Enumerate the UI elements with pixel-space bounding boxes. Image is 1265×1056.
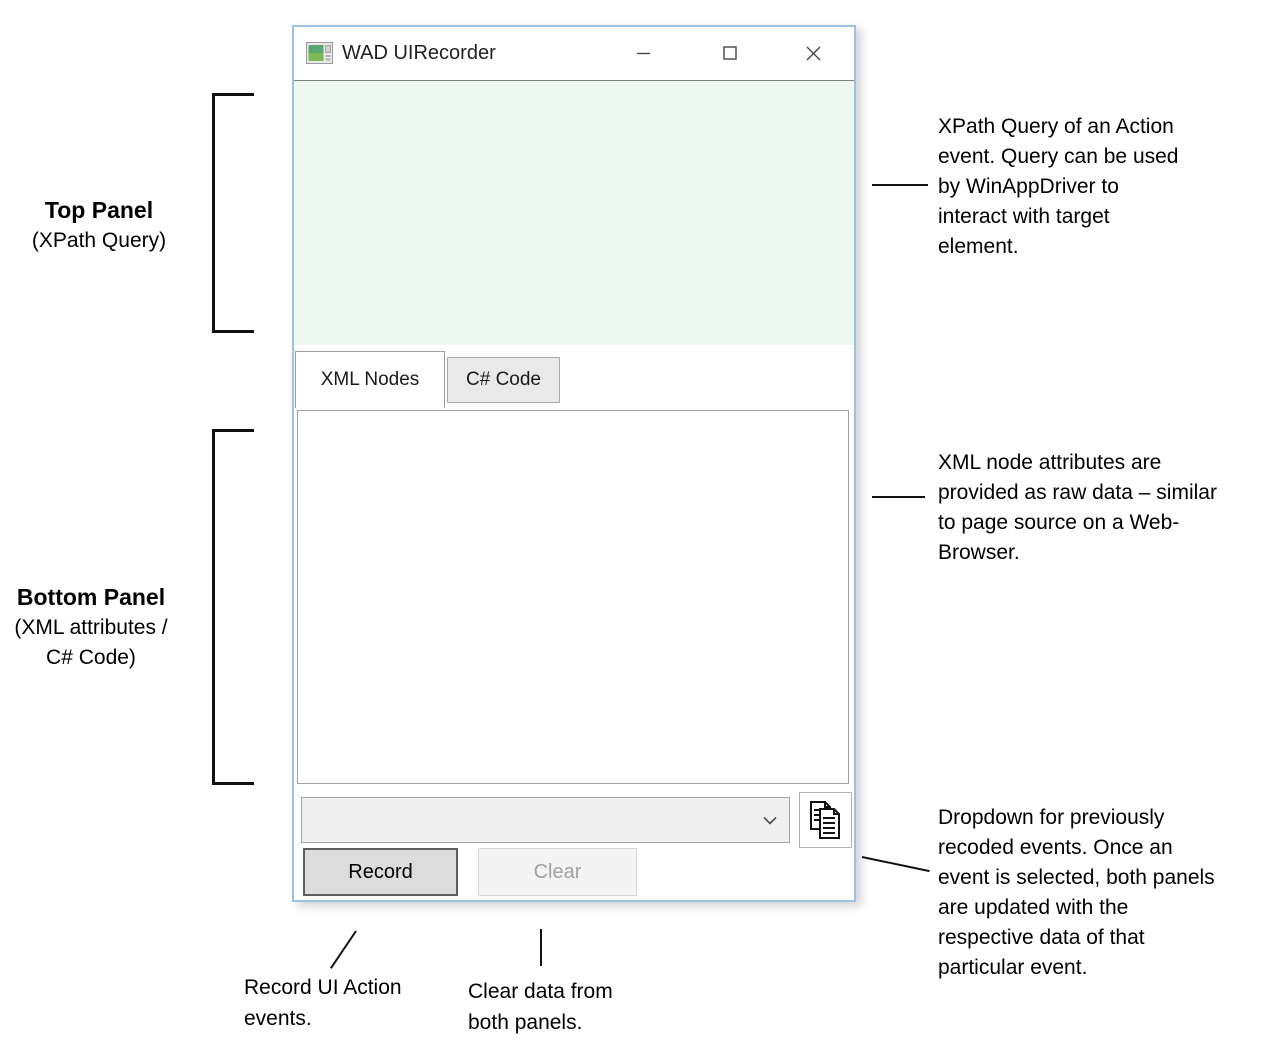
record-button[interactable]: Record	[303, 848, 458, 896]
app-icon	[306, 42, 333, 64]
bottom-panel-title: Bottom Panel	[16, 584, 166, 610]
title-bar[interactable]: WAD UIRecorder	[294, 27, 854, 79]
note-line: to page source on a Web-	[938, 511, 1180, 534]
window-title: WAD UIRecorder	[342, 42, 496, 64]
bottom-panel-bracket	[212, 429, 254, 785]
record-note: Record UI Action events.	[244, 972, 434, 1034]
note-line: Browser.	[938, 541, 1020, 564]
note-line: XPath Query of an Action	[938, 115, 1174, 138]
note-line: events.	[244, 1007, 312, 1030]
copy-button[interactable]	[799, 792, 852, 848]
note-line: Dropdown for previously	[938, 806, 1165, 829]
close-button[interactable]	[791, 27, 835, 79]
note-line: are updated with the	[938, 896, 1129, 919]
chevron-down-icon	[763, 816, 777, 825]
note-line: recoded events. Once an	[938, 836, 1173, 859]
note-line: event. Query can be used	[938, 145, 1179, 168]
xpath-note: XPath Query of an Action event. Query ca…	[938, 112, 1248, 262]
minimize-button[interactable]	[621, 27, 665, 79]
xpath-query-panel[interactable]	[294, 80, 854, 345]
note-line: event is selected, both panels	[938, 866, 1215, 889]
tab-label: XML Nodes	[320, 369, 420, 390]
dropdown-note: Dropdown for previously recoded events. …	[938, 803, 1250, 983]
tab-csharp-code[interactable]: C# Code	[447, 357, 560, 403]
maximize-button[interactable]	[708, 27, 752, 79]
recorded-events-dropdown[interactable]	[301, 797, 790, 843]
minimize-icon	[636, 52, 650, 54]
bottom-panel-subtitle-line: C# Code)	[46, 646, 136, 669]
record-note-leader-line	[330, 930, 357, 969]
note-line: Record UI Action	[244, 976, 402, 999]
xml-note-leader-line	[872, 496, 925, 498]
top-panel-label: Top Panel (XPath Query)	[18, 195, 180, 256]
note-line: respective data of that	[938, 926, 1145, 949]
xml-note: XML node attributes are provided as raw …	[938, 448, 1253, 568]
top-panel-subtitle: (XPath Query)	[31, 229, 167, 252]
close-icon	[806, 46, 820, 60]
dropdown-note-leader-line	[861, 856, 930, 873]
note-line: particular event.	[938, 956, 1088, 979]
copy-icon	[809, 801, 840, 839]
top-panel-title: Top Panel	[44, 197, 154, 223]
wad-uirecorder-window: WAD UIRecorder XML Nodes C# Code	[292, 25, 856, 902]
maximize-icon	[723, 46, 737, 60]
bottom-panel-label: Bottom Panel (XML attributes / C# Code)	[2, 582, 180, 673]
tab-xml-nodes[interactable]: XML Nodes	[295, 351, 445, 408]
tab-label: C# Code	[466, 369, 541, 390]
xml-nodes-panel[interactable]	[297, 410, 849, 784]
note-line: interact with target	[938, 205, 1110, 228]
top-panel-bracket	[212, 93, 254, 333]
xpath-note-leader-line	[872, 184, 928, 186]
note-line: provided as raw data – similar	[938, 481, 1217, 504]
note-line: by WinAppDriver to	[938, 175, 1119, 198]
bottom-panel-subtitle-line: (XML attributes /	[14, 616, 168, 639]
clear-note: Clear data from both panels.	[468, 976, 658, 1038]
clear-note-leader-line	[540, 929, 542, 966]
note-line: Clear data from	[468, 980, 613, 1003]
clear-button[interactable]: Clear	[478, 848, 637, 896]
note-line: both panels.	[468, 1011, 583, 1034]
note-line: element.	[938, 235, 1019, 258]
note-line: XML node attributes are	[938, 451, 1162, 474]
